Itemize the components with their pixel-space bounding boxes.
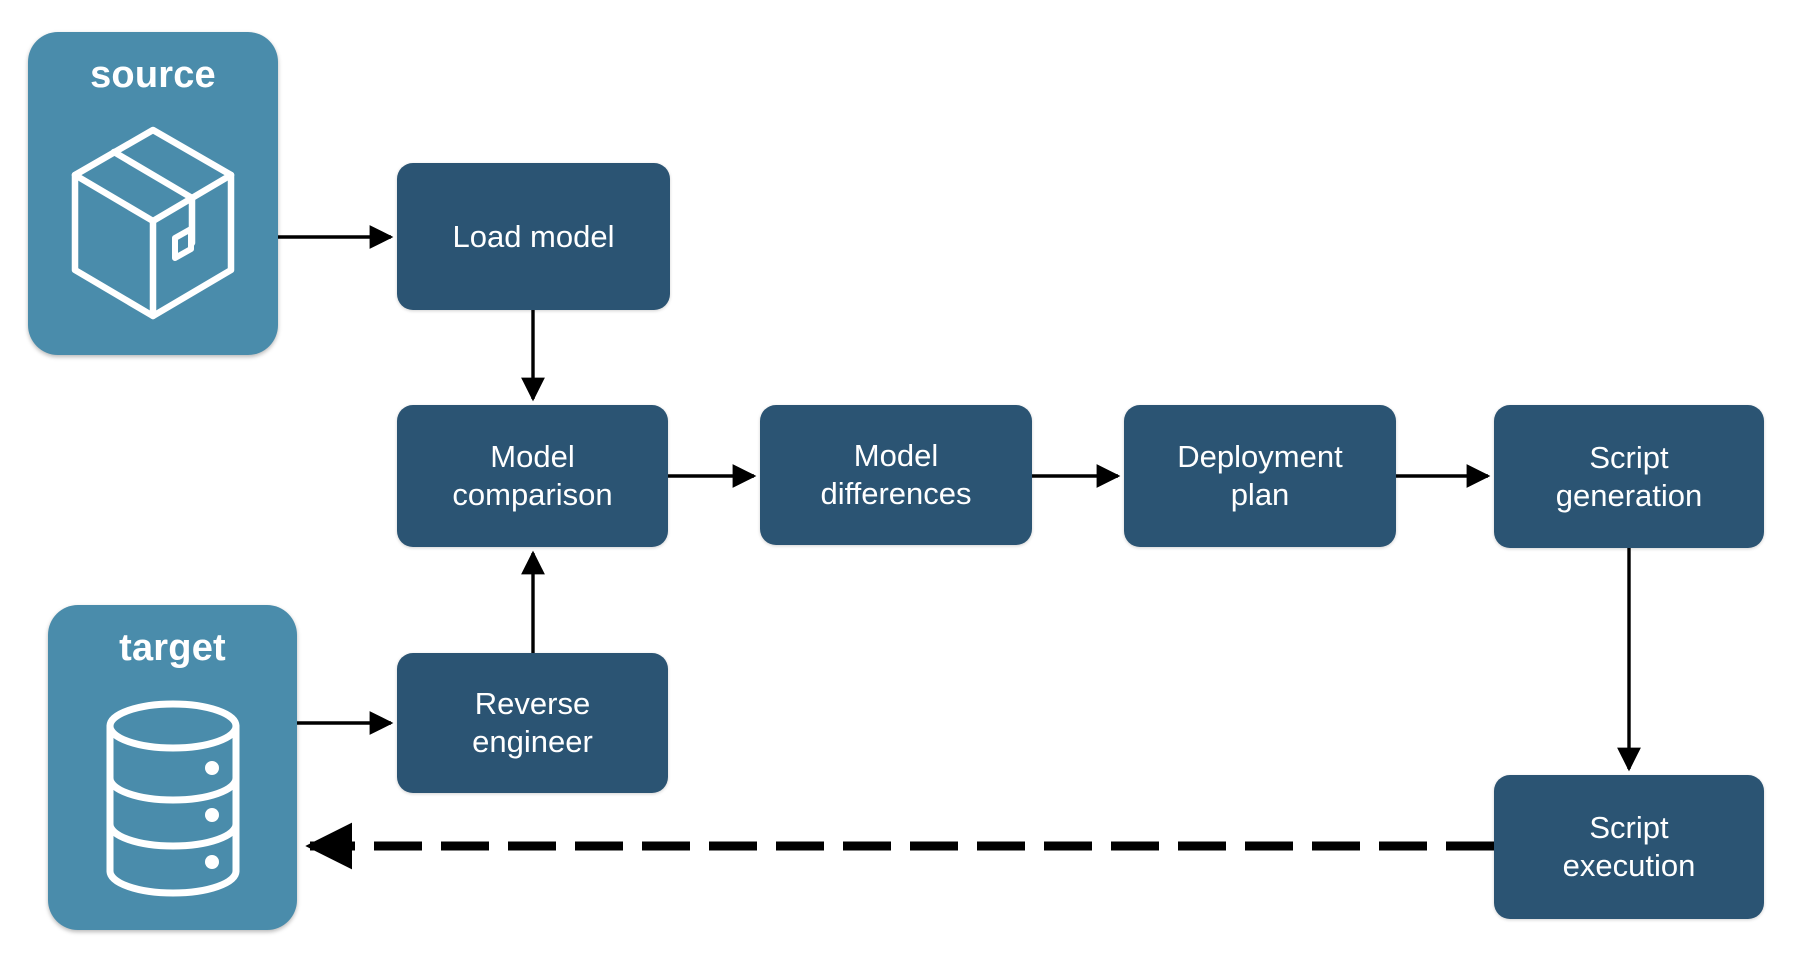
- process-deployment-plan[interactable]: Deployment plan: [1124, 405, 1396, 547]
- process-script-generation[interactable]: Script generation: [1494, 405, 1764, 548]
- process-script-execution[interactable]: Script execution: [1494, 775, 1764, 919]
- process-model-comparison[interactable]: Model comparison: [397, 405, 668, 547]
- process-reverse-engineer-label: Reverse engineer: [472, 686, 593, 759]
- package-box-icon: [28, 94, 278, 355]
- process-load-model[interactable]: Load model: [397, 163, 670, 310]
- process-reverse-engineer[interactable]: Reverse engineer: [397, 653, 668, 793]
- database-cylinder-icon: [48, 667, 297, 930]
- process-script-generation-label: Script generation: [1555, 439, 1703, 513]
- process-deployment-plan-label: Deployment plan: [1177, 439, 1343, 512]
- process-load-model-label: Load model: [452, 218, 615, 254]
- process-script-execution-label: Script execution: [1562, 810, 1696, 883]
- endpoint-source[interactable]: source: [28, 32, 278, 355]
- endpoint-target-label: target: [119, 627, 226, 669]
- process-model-differences-label: Model differences: [820, 438, 972, 511]
- endpoint-target[interactable]: target: [48, 605, 297, 930]
- process-model-differences[interactable]: Model differences: [760, 405, 1032, 545]
- process-model-comparison-label: Model comparison: [452, 439, 613, 512]
- endpoint-source-label: source: [90, 54, 216, 96]
